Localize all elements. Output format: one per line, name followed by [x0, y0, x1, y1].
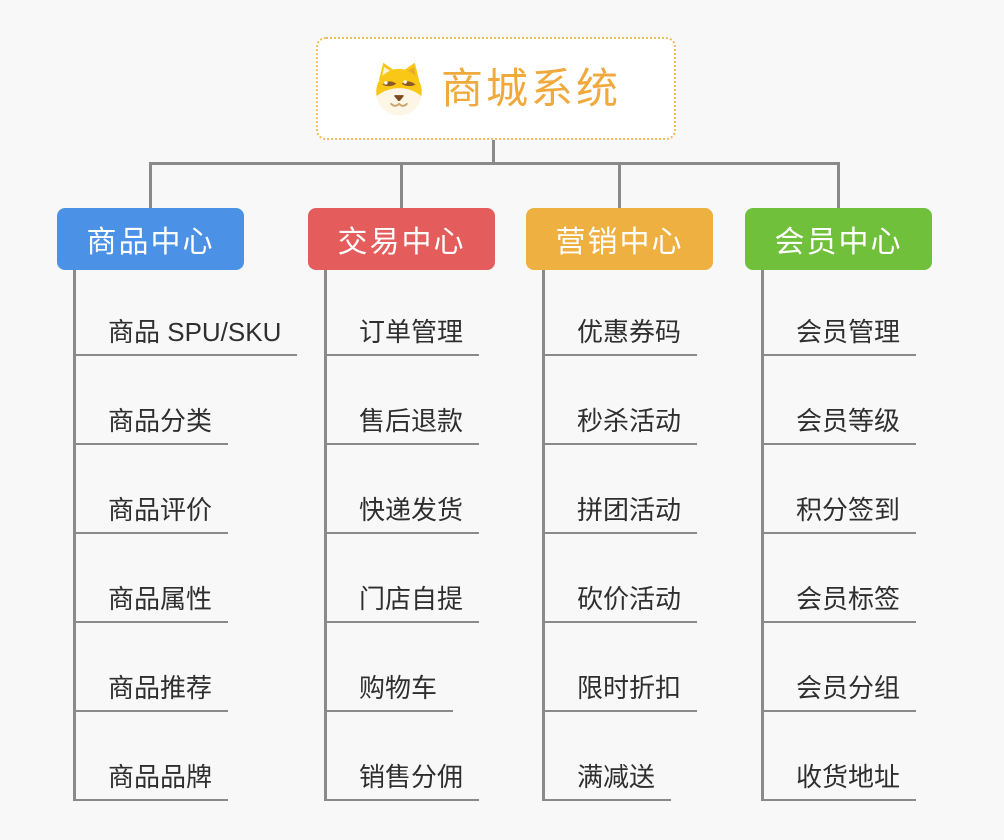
branch-product-leaves: 商品 SPU/SKU 商品分类 商品评价 商品属性 商品推荐 商品品牌 — [73, 270, 298, 801]
leaf-label: 商品 SPU/SKU — [76, 319, 298, 356]
leaf-node[interactable]: 会员分组 — [764, 623, 917, 712]
leaf-node[interactable]: 商品品牌 — [76, 712, 297, 801]
leaf-label: 商品品牌 — [76, 764, 229, 801]
branch-header-product[interactable]: 商品中心 — [57, 208, 244, 270]
leaf-node[interactable]: 满减送 — [545, 712, 697, 801]
branch-label: 会员中心 — [774, 226, 903, 259]
leaf-node[interactable]: 会员管理 — [764, 270, 917, 356]
branch-marketing-center: 营销中心 优惠券码 秒杀活动 拼团活动 砍价活动 限时折扣 满减送 — [526, 208, 786, 801]
leaf-label: 商品评价 — [76, 497, 229, 534]
branch-header-marketing[interactable]: 营销中心 — [526, 208, 713, 270]
connector-drop-member — [837, 162, 840, 208]
branch-member-center: 会员中心 会员管理 会员等级 积分签到 会员标签 会员分组 收货地址 — [745, 208, 1004, 801]
leaf-label: 满减送 — [545, 764, 672, 801]
leaf-label: 会员标签 — [764, 586, 917, 623]
leaf-label: 会员分组 — [764, 675, 917, 712]
connector-drop-marketing — [618, 162, 621, 208]
leaf-label: 商品属性 — [76, 586, 229, 623]
leaf-label: 商品推荐 — [76, 675, 229, 712]
leaf-node[interactable]: 商品 SPU/SKU — [76, 270, 298, 356]
leaf-node[interactable]: 积分签到 — [764, 445, 917, 534]
leaf-node[interactable]: 快递发货 — [327, 445, 480, 534]
leaf-label: 售后退款 — [327, 408, 480, 445]
connector-horizontal-rail — [149, 162, 840, 165]
leaf-label: 收货地址 — [764, 764, 917, 801]
leaf-node[interactable]: 砍价活动 — [545, 534, 698, 623]
leaf-label: 积分签到 — [764, 497, 917, 534]
leaf-node[interactable]: 收货地址 — [764, 712, 917, 801]
leaf-label: 秒杀活动 — [545, 408, 698, 445]
leaf-node[interactable]: 优惠券码 — [545, 270, 698, 356]
leaf-label: 购物车 — [327, 675, 454, 712]
connector-drop-trade — [400, 162, 403, 208]
branch-header-trade[interactable]: 交易中心 — [308, 208, 495, 270]
leaf-label: 会员管理 — [764, 319, 917, 356]
leaf-label: 优惠券码 — [545, 319, 698, 356]
branch-label: 营销中心 — [555, 226, 684, 259]
leaf-label: 快递发货 — [327, 497, 480, 534]
leaf-label: 限时折扣 — [545, 675, 698, 712]
branch-member-leaves: 会员管理 会员等级 积分签到 会员标签 会员分组 收货地址 — [761, 270, 917, 801]
leaf-node[interactable]: 拼团活动 — [545, 445, 698, 534]
leaf-node[interactable]: 秒杀活动 — [545, 356, 698, 445]
root-node[interactable]: 商城系统 — [316, 37, 676, 140]
leaf-label: 订单管理 — [327, 319, 480, 356]
leaf-label: 会员等级 — [764, 408, 917, 445]
leaf-node[interactable]: 商品分类 — [76, 356, 297, 445]
branch-header-member[interactable]: 会员中心 — [745, 208, 932, 270]
leaf-node[interactable]: 商品推荐 — [76, 623, 297, 712]
leaf-node[interactable]: 门店自提 — [327, 534, 480, 623]
leaf-label: 门店自提 — [327, 586, 480, 623]
branch-marketing-leaves: 优惠券码 秒杀活动 拼团活动 砍价活动 限时折扣 满减送 — [542, 270, 698, 801]
root-title: 商城系统 — [440, 64, 621, 112]
branch-label: 交易中心 — [337, 226, 466, 259]
branch-product-center: 商品中心 商品 SPU/SKU 商品分类 商品评价 商品属性 商品推荐 商品品牌 — [57, 208, 317, 801]
leaf-node[interactable]: 销售分佣 — [327, 712, 480, 801]
leaf-node[interactable]: 订单管理 — [327, 270, 480, 356]
leaf-label: 砍价活动 — [545, 586, 698, 623]
leaf-label: 商品分类 — [76, 408, 229, 445]
branch-label: 商品中心 — [86, 226, 215, 259]
branch-trade-leaves: 订单管理 售后退款 快递发货 门店自提 购物车 销售分佣 — [324, 270, 480, 801]
connector-root-stem — [492, 140, 495, 162]
leaf-node[interactable]: 售后退款 — [327, 356, 480, 445]
dog-face-icon — [371, 61, 427, 117]
leaf-node[interactable]: 限时折扣 — [545, 623, 698, 712]
branch-trade-center: 交易中心 订单管理 售后退款 快递发货 门店自提 购物车 销售分佣 — [308, 208, 568, 801]
leaf-node[interactable]: 会员等级 — [764, 356, 917, 445]
leaf-node[interactable]: 会员标签 — [764, 534, 917, 623]
leaf-node[interactable]: 商品评价 — [76, 445, 297, 534]
connector-drop-product — [149, 162, 152, 208]
leaf-label: 销售分佣 — [327, 764, 480, 801]
leaf-node[interactable]: 购物车 — [327, 623, 479, 712]
leaf-node[interactable]: 商品属性 — [76, 534, 297, 623]
leaf-label: 拼团活动 — [545, 497, 698, 534]
